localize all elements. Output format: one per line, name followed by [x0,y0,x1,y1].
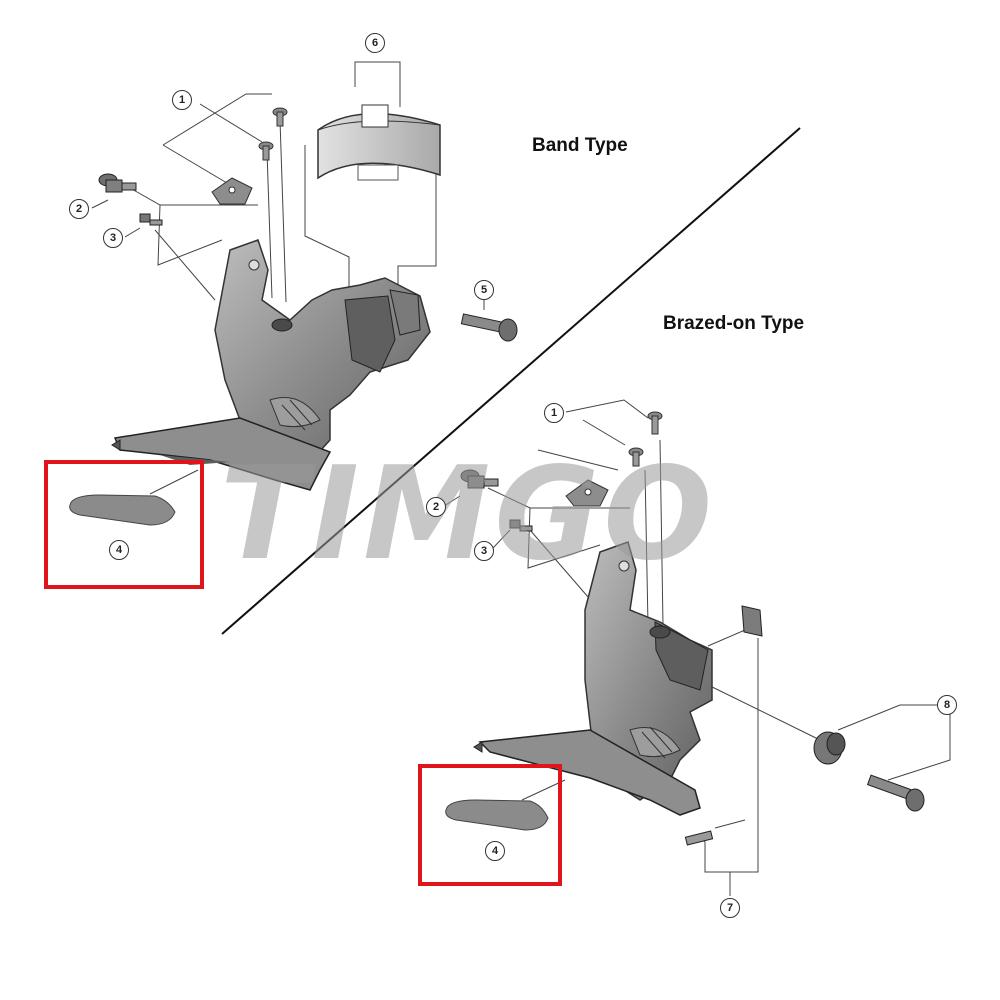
band-callout-5: 5 [474,280,494,300]
band-callout-3: 3 [103,228,123,248]
brazed-callout-4: 4 [485,841,505,861]
band-clamp [317,104,441,181]
brazed-highlight-box [418,764,562,886]
brazed-pin-7 [684,830,714,846]
brazed-callout-8: 8 [937,695,957,715]
separator-line [221,127,801,635]
band-part-4-pad [69,494,176,526]
brazed-bolt-2 [460,469,499,489]
band-callout-2: 2 [69,199,89,219]
band-type-title: Band Type [532,135,628,156]
brazed-derailleur-body [584,541,713,801]
brazed-callout-1: 1 [544,403,564,423]
brazed-mount-bolt-8 [813,731,925,812]
band-derailleur-body [214,239,431,471]
band-bolt-5 [460,313,518,342]
brazed-shim [741,605,763,637]
brazed-callout-7: 7 [720,898,740,918]
brazed-type-title: Brazed-on Type [663,313,805,334]
band-highlight-box [44,460,204,589]
band-callout-1: 1 [172,90,192,110]
brazed-cage [478,729,701,816]
band-cage [113,417,332,491]
brazed-callout-2: 2 [426,497,446,517]
brazed-callout-3: 3 [474,541,494,561]
brazed-bolt-1 [628,411,663,467]
band-callout-6: 6 [365,33,385,53]
brazed-part-4-pad [445,799,549,831]
band-screw-3 [139,213,163,226]
band-bolt-1 [258,107,288,161]
brazed-screw-3 [509,519,533,532]
band-type-assembly [44,61,518,589]
band-bolt-2 [98,173,137,193]
brazed-type-assembly [418,399,951,896]
band-callout-4: 4 [109,540,129,560]
watermark-text: TIMGO [220,440,717,589]
